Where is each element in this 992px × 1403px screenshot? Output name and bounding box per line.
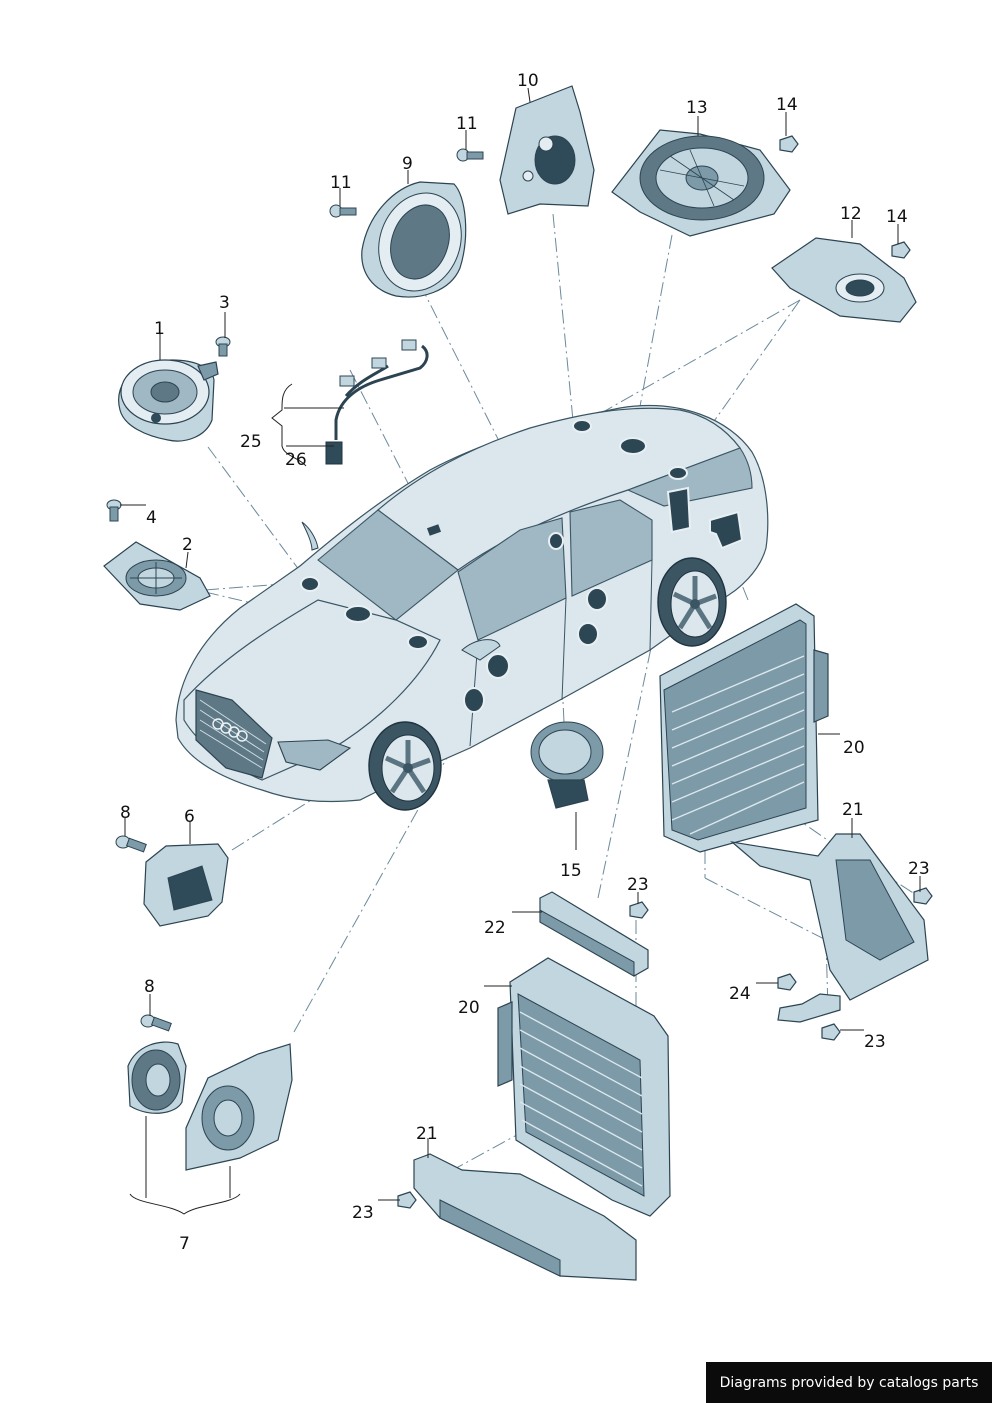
part-11-screws: [329, 148, 484, 218]
callout-2: 2: [182, 535, 193, 555]
part-3-screw: [215, 336, 231, 357]
callout-23-lower-right: 23: [864, 1032, 886, 1052]
callout-14-upper: 14: [776, 95, 798, 115]
part-12-speaker: [771, 237, 917, 323]
callout-22: 22: [484, 918, 506, 938]
car-body: [175, 404, 769, 811]
callout-8-upper: 8: [120, 803, 131, 823]
callout-24: 24: [729, 984, 751, 1004]
callout-12: 12: [840, 204, 862, 224]
callout-23-right: 23: [908, 859, 930, 879]
callout-8-lower: 8: [144, 977, 155, 997]
callout-9: 9: [402, 154, 413, 174]
callout-4: 4: [146, 508, 157, 528]
part-24-nut: [777, 973, 797, 991]
part-22-control-unit: [539, 891, 649, 977]
callout-26: 26: [285, 450, 307, 470]
part-10-speaker-housing: [499, 85, 595, 215]
callout-15: 15: [560, 861, 582, 881]
callout-7: 7: [179, 1234, 190, 1254]
rear-wheel: [657, 557, 727, 647]
callout-23-lower-left: 23: [352, 1203, 374, 1223]
part-7-speaker-assembly: [127, 1041, 293, 1171]
callout-10: 10: [517, 71, 539, 91]
part-2-speaker-bracket: [103, 541, 211, 611]
callout-25: 25: [240, 432, 262, 452]
callout-20-lower: 20: [458, 998, 480, 1018]
callout-11-left: 11: [330, 173, 352, 193]
part-6-speaker-housing: [143, 843, 229, 927]
part-8-screws: [115, 835, 172, 1032]
part-23-nuts: [397, 887, 933, 1209]
callout-21-upper: 21: [842, 800, 864, 820]
callout-11-right: 11: [456, 114, 478, 134]
front-wheel: [368, 721, 442, 811]
callout-6: 6: [184, 807, 195, 827]
callout-14-lower: 14: [886, 207, 908, 227]
callout-3: 3: [219, 293, 230, 313]
callout-1: 1: [154, 319, 165, 339]
callout-21-lower: 21: [416, 1124, 438, 1144]
callout-23-center: 23: [627, 875, 649, 895]
part-14-nuts: [779, 135, 911, 259]
callout-labels: 1 3 4 2 8 6 8 7 9 10 11 11 13 14 12 14 2…: [120, 71, 930, 1254]
callout-20-upper: 20: [843, 738, 865, 758]
part-21-bracket-lower: [413, 1153, 637, 1281]
callout-leaders: [120, 87, 921, 1215]
part-4-screw: [106, 499, 122, 522]
part-13-subwoofer: [611, 129, 791, 237]
part-25-wiring-harness: [325, 339, 429, 465]
part-20-amplifier-lower: [497, 957, 671, 1217]
credit-banner: Diagrams provided by catalogs parts: [706, 1362, 992, 1403]
part-1-speaker: [118, 359, 219, 442]
part-21-bracket-upper: [729, 833, 929, 1023]
part-15-speaker: [530, 721, 604, 809]
part-9-speaker: [361, 181, 467, 298]
part-20-amplifier-upper: [659, 603, 829, 853]
callout-13: 13: [686, 98, 708, 118]
